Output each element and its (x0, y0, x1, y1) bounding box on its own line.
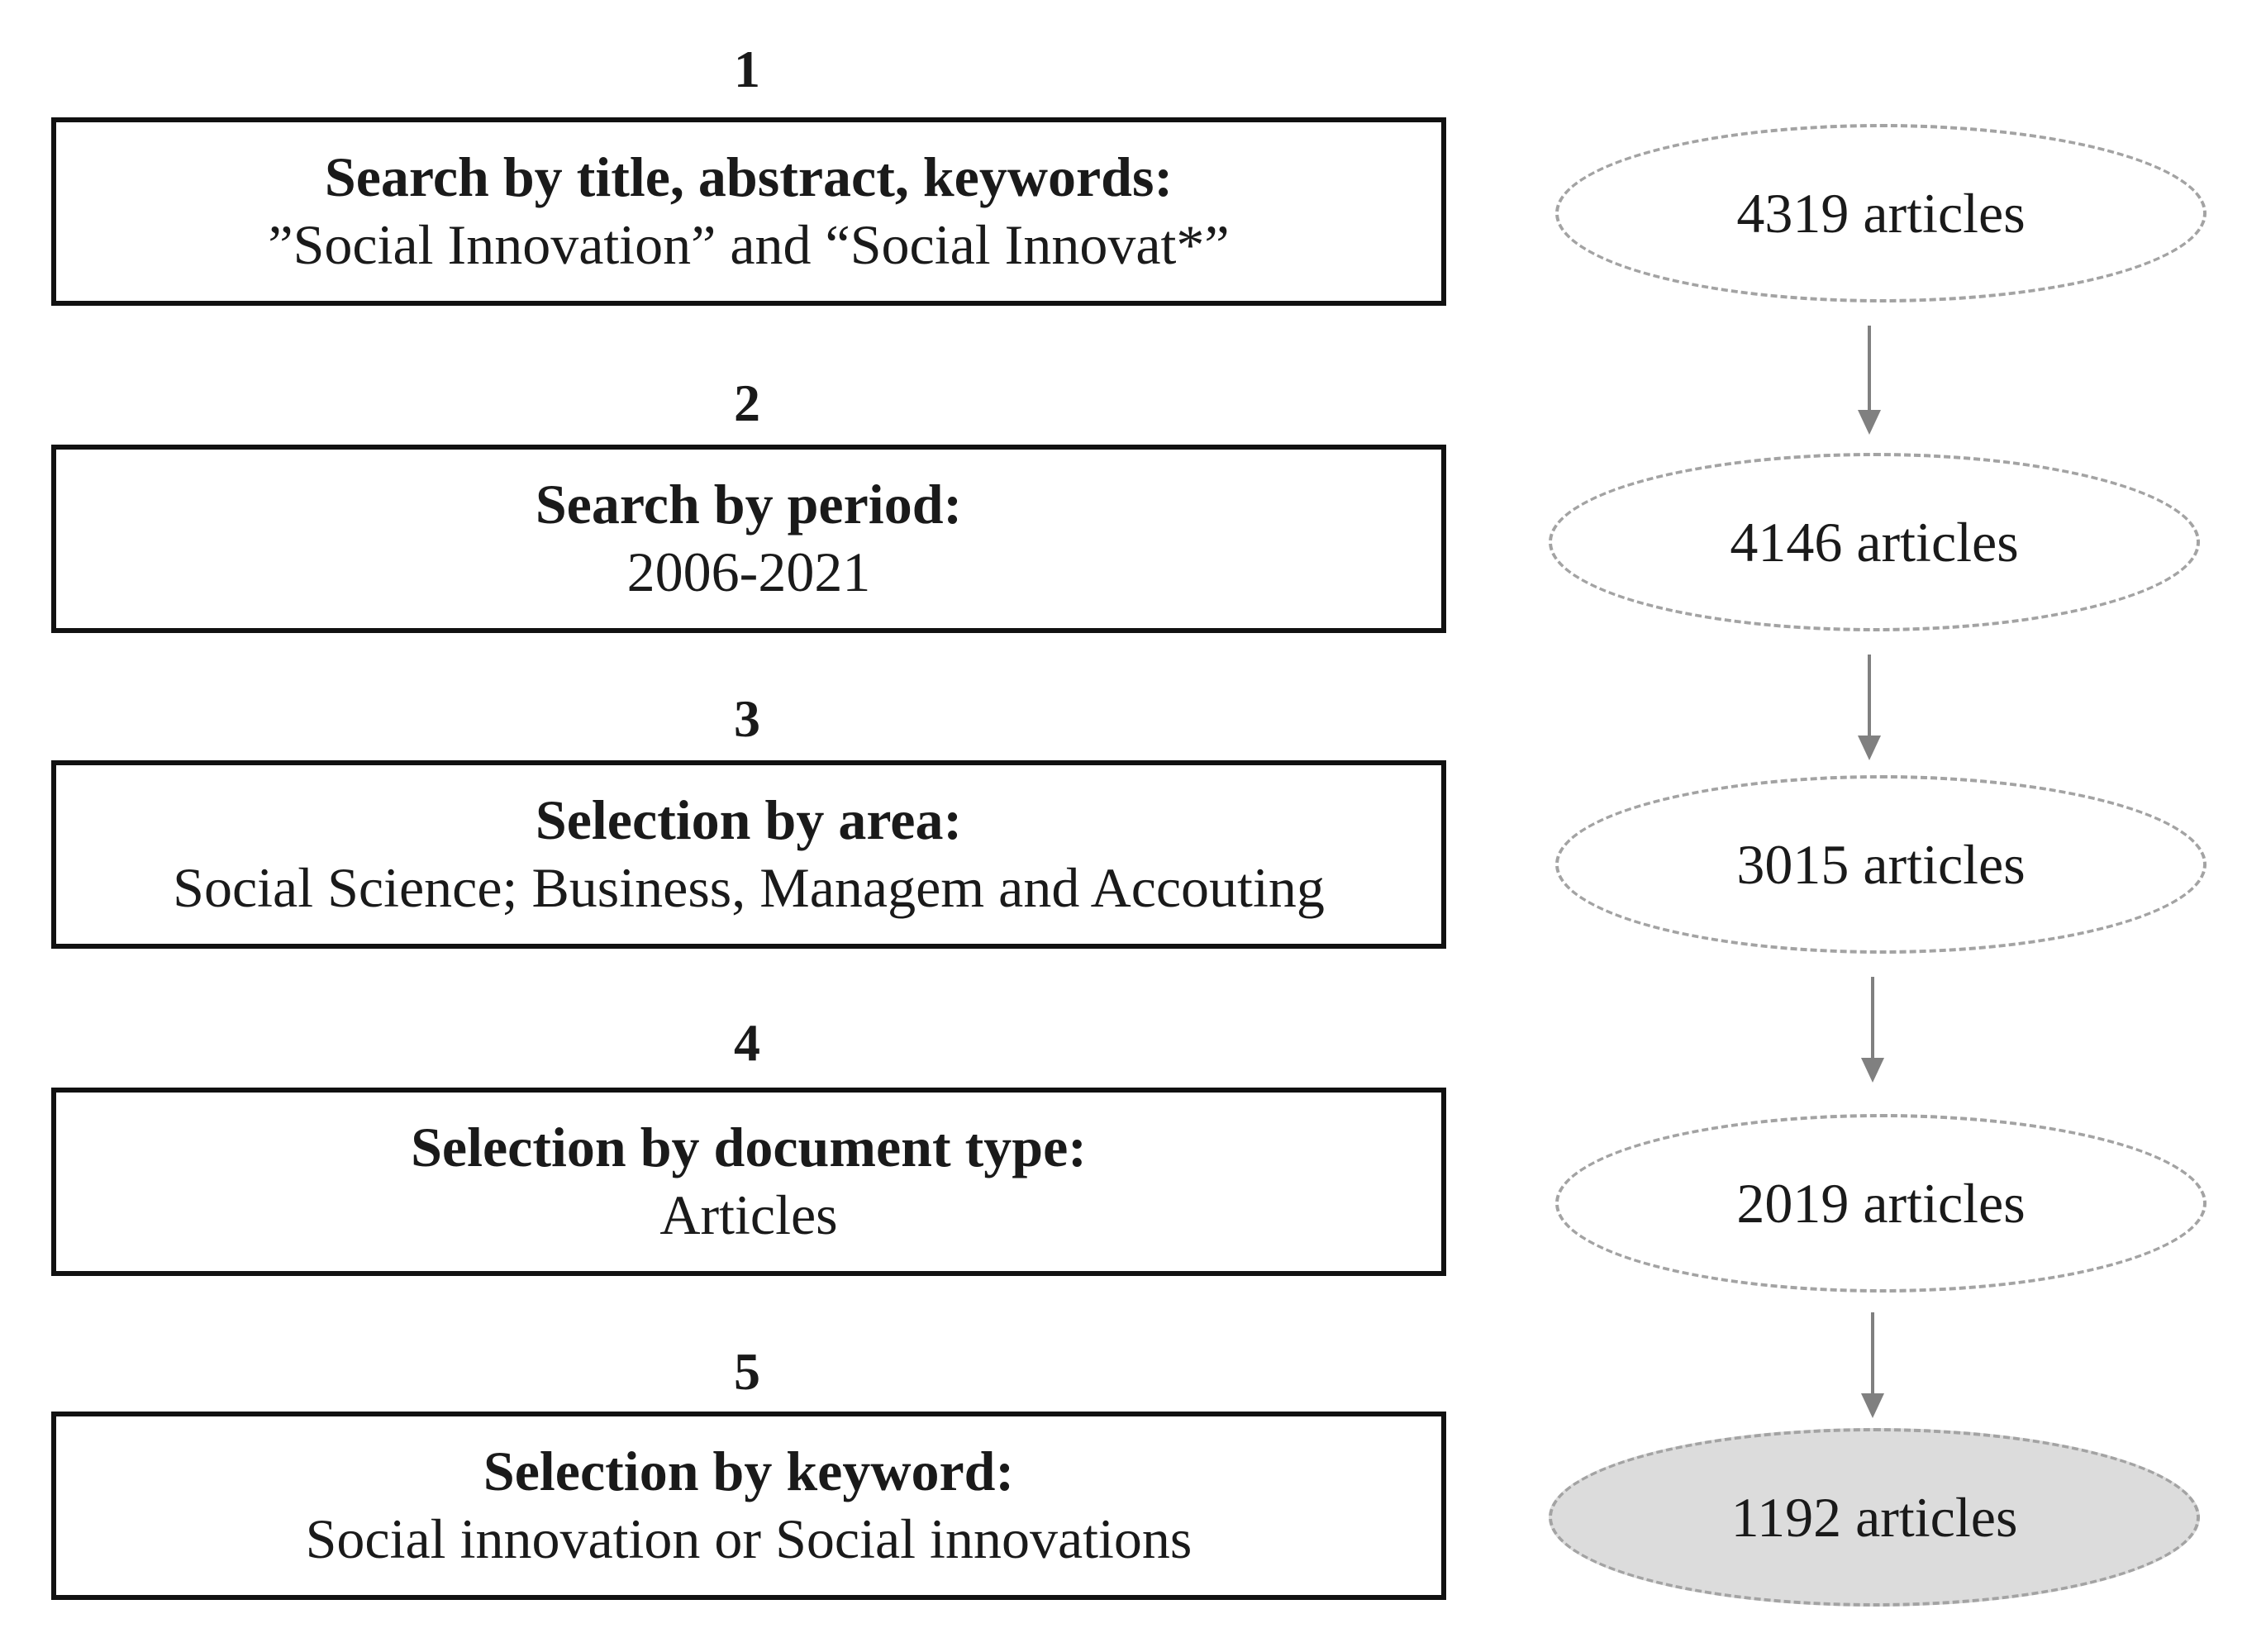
step-5-text: Social innovation or Social innovations (305, 1507, 1193, 1570)
result-oval-4: 2019 articles (1555, 1114, 2207, 1293)
arrow-1-to-2-head (1858, 410, 1881, 435)
step-2-heading: Search by period: (535, 473, 963, 536)
step-5-heading: Selection by keyword: (483, 1440, 1015, 1503)
step-4-box: Selection by document type: Articles (51, 1088, 1446, 1276)
result-2-label: 4146 articles (1730, 510, 2019, 574)
arrow-4-to-5-head (1861, 1393, 1884, 1418)
step-2-text: 2006-2021 (626, 540, 871, 603)
step-1-text: ”Social Innovation” and “Social Innovat*… (268, 213, 1230, 276)
step-3-number: 3 (734, 689, 760, 748)
step-3-heading: Selection by area: (535, 788, 963, 852)
step-4-heading: Selection by document type: (411, 1116, 1087, 1179)
step-2-number: 2 (734, 374, 760, 432)
result-1-label: 4319 articles (1736, 181, 2026, 245)
step-5-box: Selection by keyword: Social innovation … (51, 1412, 1446, 1600)
result-5-label: 1192 articles (1730, 1485, 2018, 1549)
step-1-number: 1 (734, 40, 760, 98)
result-4-label: 2019 articles (1736, 1171, 2026, 1235)
arrow-2-to-3-head (1858, 736, 1881, 760)
step-3-box: Selection by area: Social Science; Busin… (51, 760, 1446, 949)
result-oval-1: 4319 articles (1555, 124, 2207, 302)
step-5-number: 5 (734, 1342, 760, 1401)
result-oval-2: 4146 articles (1549, 453, 2200, 631)
result-3-label: 3015 articles (1736, 832, 2026, 896)
result-oval-5-final: 1192 articles (1549, 1428, 2200, 1607)
arrow-3-to-4-head (1861, 1058, 1884, 1083)
step-4-number: 4 (734, 1013, 760, 1072)
step-1-box: Search by title, abstract, keywords: ”So… (51, 117, 1446, 306)
step-4-text: Articles (659, 1183, 838, 1246)
step-3-text: Social Science; Business, Managem and Ac… (173, 856, 1325, 919)
step-1-heading: Search by title, abstract, keywords: (324, 145, 1173, 209)
step-2-box: Search by period: 2006-2021 (51, 445, 1446, 633)
result-oval-3: 3015 articles (1555, 775, 2207, 954)
